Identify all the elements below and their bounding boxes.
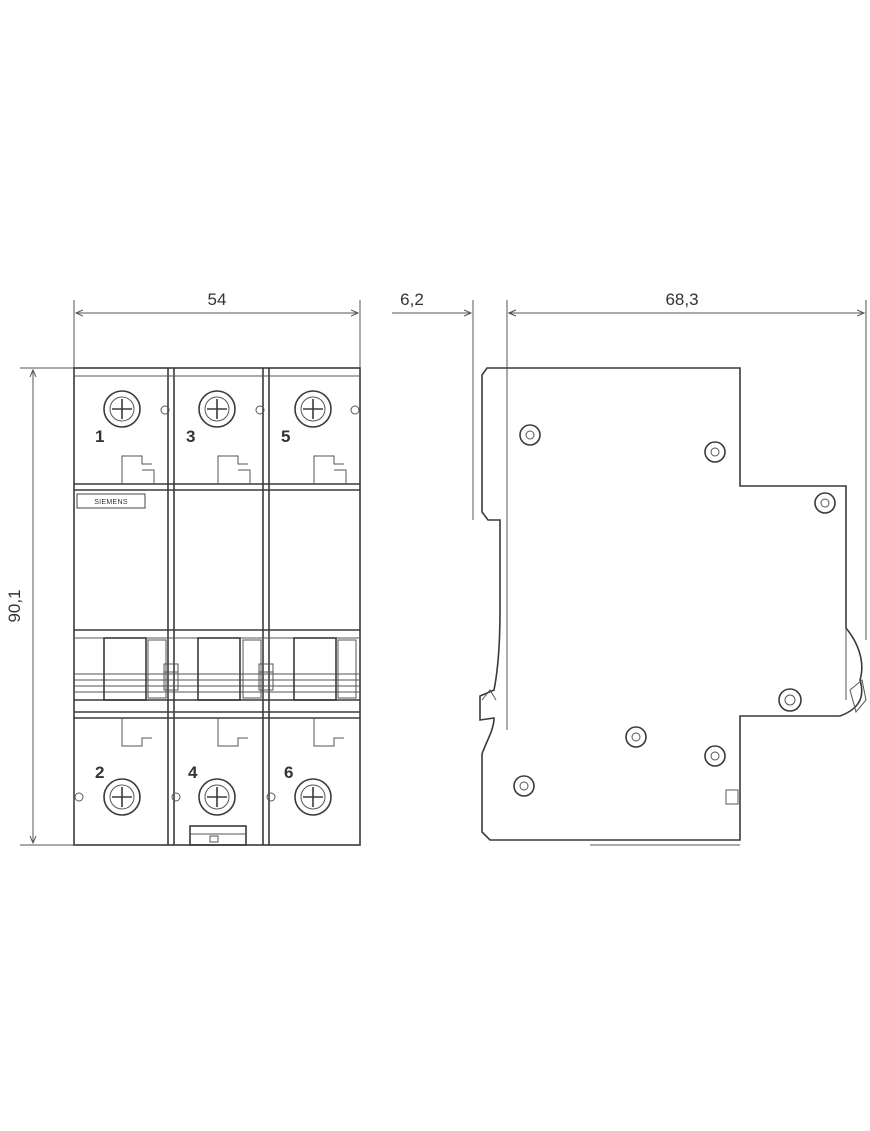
side-rivet-7-icon [513,775,535,797]
screw-3-icon [198,390,265,428]
terminal-label-5: 5 [281,427,290,446]
side-view [479,367,867,846]
screw-2-icon [74,778,141,816]
side-rivet-4-icon [778,688,802,712]
terminal-label-1: 1 [95,427,104,446]
dimension-height-label: 90,1 [5,589,24,622]
terminal-label-4: 4 [188,763,198,782]
screw-6-icon [266,778,332,816]
dimension-width-label: 54 [208,290,227,309]
dimension-rail-offset: 6,2 [392,290,540,520]
dimension-depth-label: 68,3 [665,290,698,309]
brand-label: SIEMENS [94,499,128,506]
side-rivet-1-icon [519,424,541,446]
terminal-label-2: 2 [95,763,104,782]
dimension-rail-offset-label: 6,2 [400,290,424,309]
side-rivet-5-icon [625,726,647,748]
screw-1-icon [103,390,170,428]
dimension-width: 54 [73,290,361,368]
dimension-depth: 68,3 [509,290,867,640]
side-rivet-6-icon [704,745,726,767]
screw-4-icon [171,778,236,816]
side-rivet-3-icon [814,492,836,514]
terminal-label-6: 6 [284,763,293,782]
screw-5-icon [294,390,360,428]
terminal-label-3: 3 [186,427,195,446]
dimension-height: 90,1 [5,367,74,846]
side-rivet-2-icon [704,441,726,463]
front-view: SIEMENS [73,367,361,846]
